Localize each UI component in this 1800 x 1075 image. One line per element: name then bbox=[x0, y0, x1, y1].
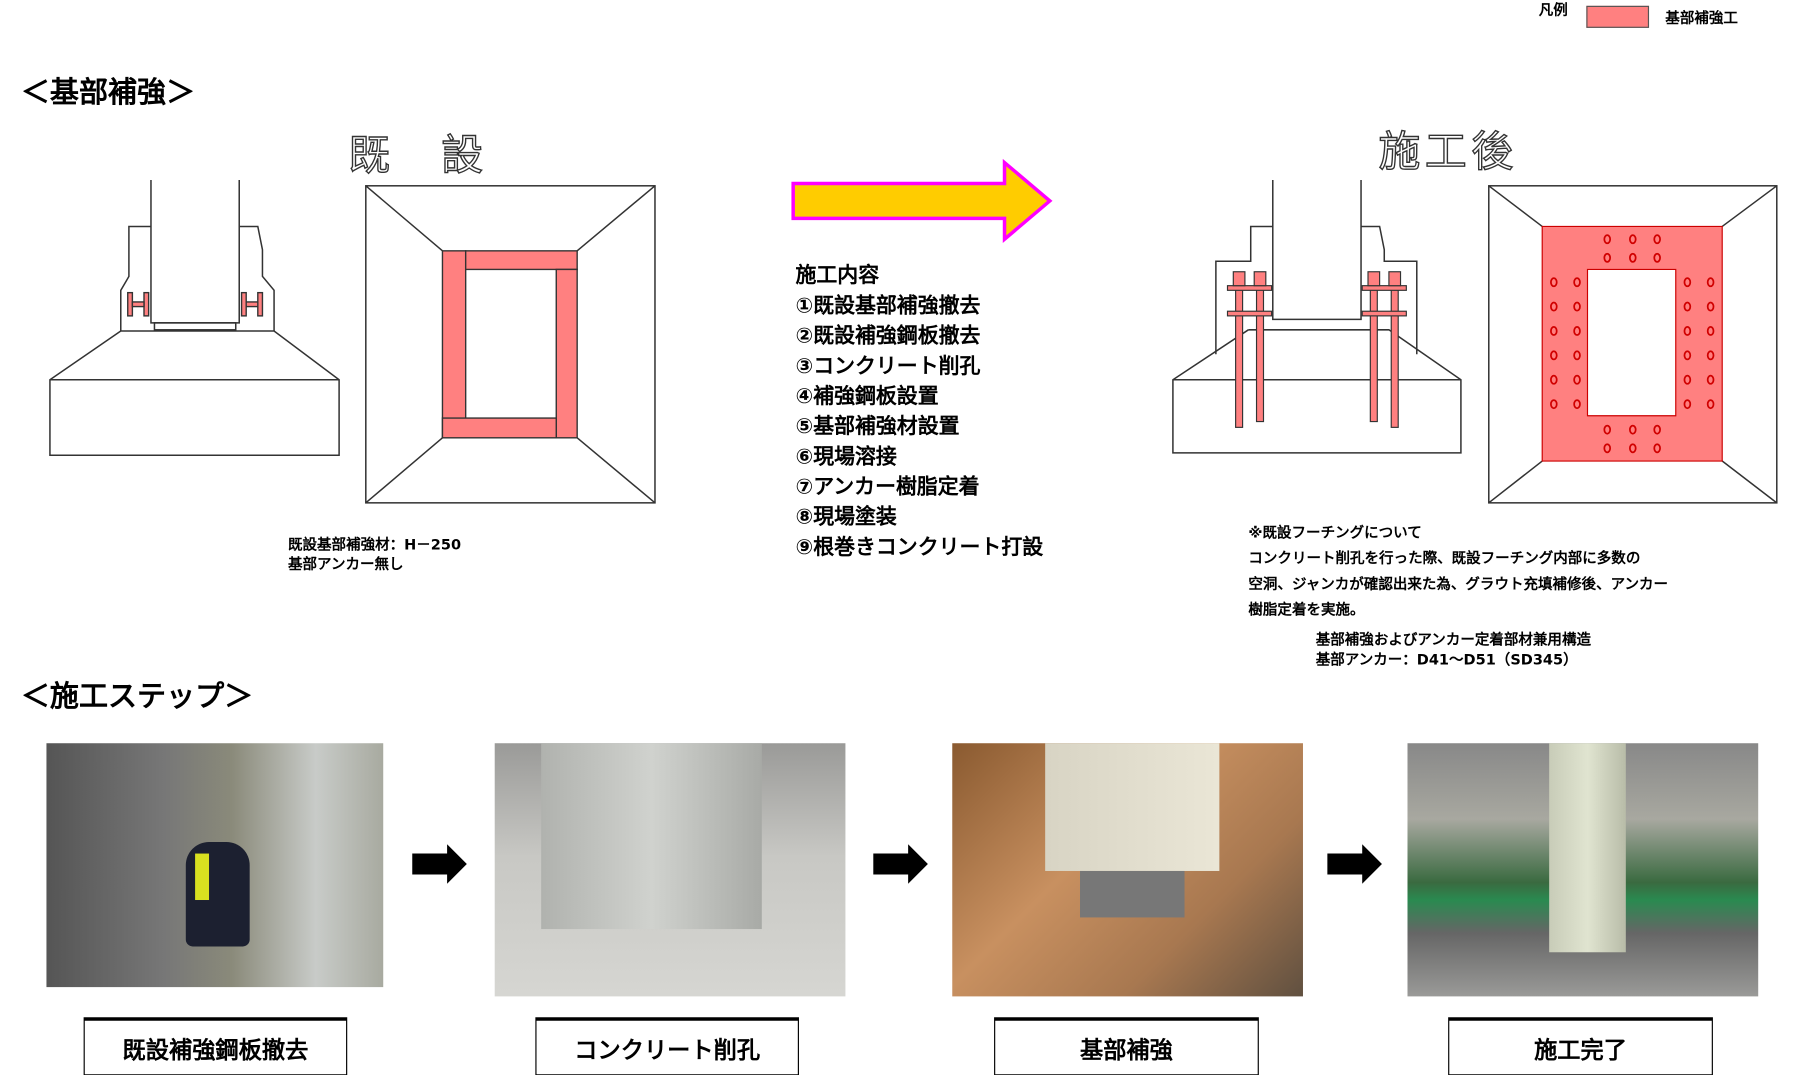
work-item: ⑥現場溶接 bbox=[795, 444, 897, 470]
bolt-hole bbox=[1706, 399, 1715, 410]
step-caption-4: 施工完了 bbox=[1448, 1017, 1713, 1075]
step-caption-2: コンクリート削孔 bbox=[535, 1017, 799, 1075]
after-note-line: ※既設フーチングについて bbox=[1248, 523, 1422, 542]
bolt-hole bbox=[1653, 424, 1661, 435]
work-item: ⑦アンカー樹脂定着 bbox=[795, 474, 980, 500]
bolt-hole bbox=[1706, 350, 1715, 361]
work-item: ③コンクリート削孔 bbox=[795, 354, 981, 379]
after-spec-line: 基部補強およびアンカー定着部材兼用構造 bbox=[1315, 630, 1591, 649]
step-caption-1: 既設補強鋼板撤去 bbox=[83, 1017, 348, 1075]
after-note-line: 樹脂定着を実施。 bbox=[1248, 600, 1365, 618]
section-title-base-reinforcement: ＜基部補強＞ bbox=[20, 75, 196, 110]
legend-label: 凡例 bbox=[1538, 1, 1568, 19]
section-title-construction-steps: ＜施工ステップ＞ bbox=[20, 679, 254, 714]
bolt-hole bbox=[1603, 252, 1612, 263]
bolt-hole bbox=[1683, 326, 1692, 336]
step-arrow-icon bbox=[1327, 844, 1382, 884]
bolt-hole bbox=[1603, 234, 1612, 245]
photo-construction-complete bbox=[1407, 743, 1759, 997]
work-title: 施工内容 bbox=[795, 263, 880, 289]
before-note-line: 既設基部補強材：H－250 bbox=[288, 535, 462, 553]
work-item: ⑨根巻きコンクリート打設 bbox=[795, 535, 1044, 560]
bolt-hole bbox=[1683, 301, 1692, 312]
bolt-hole bbox=[1550, 399, 1558, 410]
work-item: ⑤基部補強材設置 bbox=[795, 414, 960, 439]
after-spec-line: 基部アンカー：D41～D51（SD345） bbox=[1315, 650, 1578, 668]
after-note-line: コンクリート削孔を行った際、既設フーチング内部に多数の bbox=[1248, 549, 1641, 567]
work-content-list: 施工内容 ①既設基部補強撤去 ②既設補強鋼板撤去 ③コンクリート削孔 ④補強鋼板… bbox=[795, 261, 1043, 563]
after-title: 施工後 bbox=[1378, 128, 1518, 177]
bolt-hole bbox=[1550, 350, 1558, 361]
step-arrow-icon bbox=[873, 844, 928, 884]
bolt-hole bbox=[1550, 326, 1558, 336]
bolt-hole bbox=[1573, 277, 1581, 288]
step-caption-3: 基部補強 bbox=[994, 1017, 1259, 1075]
photo-concrete-drilling bbox=[494, 743, 846, 997]
bolt-hole bbox=[1706, 326, 1715, 336]
bolt-hole bbox=[1629, 443, 1637, 454]
bolt-hole bbox=[1683, 374, 1692, 385]
bolt-hole bbox=[1550, 374, 1558, 385]
work-item: ④補強鋼板設置 bbox=[795, 384, 939, 409]
bolt-hole bbox=[1573, 350, 1581, 361]
before-notes: 既設基部補強材：H－250 基部アンカー無し bbox=[288, 534, 461, 573]
bolt-hole bbox=[1603, 443, 1612, 454]
bolt-hole bbox=[1683, 399, 1692, 410]
bolt-hole bbox=[1573, 374, 1581, 385]
bolt-hole bbox=[1629, 252, 1637, 263]
after-notes: ※既設フーチングについて コンクリート削孔を行った際、既設フーチング内部に多数の… bbox=[1248, 520, 1668, 622]
legend-swatch bbox=[1586, 5, 1650, 28]
bolt-hole bbox=[1683, 277, 1692, 288]
bolt-hole bbox=[1653, 443, 1661, 454]
bolt-hole bbox=[1653, 252, 1661, 263]
work-item: ①既設基部補強撤去 bbox=[795, 293, 981, 319]
bolt-hole bbox=[1629, 234, 1637, 245]
after-spec: 基部補強およびアンカー定着部材兼用構造 基部アンカー：D41～D51（SD345… bbox=[1316, 629, 1591, 668]
bolt-hole bbox=[1629, 424, 1637, 435]
bolt-hole bbox=[1706, 374, 1715, 385]
bolt-hole bbox=[1683, 350, 1692, 361]
bolt-hole bbox=[1603, 424, 1612, 435]
bolt-hole bbox=[1573, 399, 1581, 410]
photo-plate-removal bbox=[46, 743, 384, 988]
step-arrow-icon bbox=[412, 844, 467, 884]
work-item: ②既設補強鋼板撤去 bbox=[795, 324, 981, 349]
bolt-hole bbox=[1550, 301, 1558, 312]
before-title: 既 設 bbox=[348, 132, 488, 181]
bolt-hole bbox=[1706, 301, 1715, 312]
bolt-hole bbox=[1550, 277, 1558, 288]
photo-base-reinforcement bbox=[952, 743, 1303, 997]
bolt-hole bbox=[1653, 234, 1661, 245]
bolt-hole bbox=[1573, 301, 1581, 312]
legend-item: 基部補強工 bbox=[1665, 9, 1738, 27]
work-item: ⑧現場塗装 bbox=[795, 505, 897, 530]
bolt-hole bbox=[1573, 326, 1581, 336]
bolt-hole bbox=[1706, 277, 1715, 288]
before-note-line: 基部アンカー無し bbox=[288, 555, 404, 573]
after-note-line: 空洞、ジャンカが確認出来た為、グラウト充填補修後、アンカー bbox=[1248, 574, 1669, 593]
